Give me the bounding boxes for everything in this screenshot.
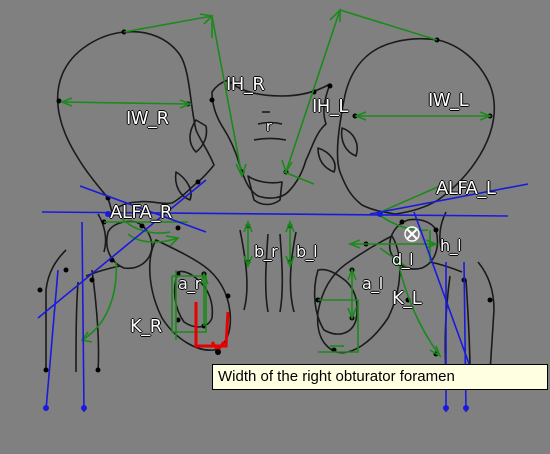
left-ilium-outline [336, 37, 496, 215]
label-iw-r[interactable]: IW_R [126, 108, 169, 129]
axis-lines[interactable] [37, 179, 529, 413]
label-k-r[interactable]: K_R [130, 316, 162, 337]
label-alfa-r[interactable]: ALFA_R [110, 202, 172, 223]
cursor-point [215, 349, 221, 355]
label-r-center: r [266, 119, 272, 135]
sacrum-outline [211, 79, 331, 199]
label-iw-l[interactable]: IW_L [428, 90, 469, 111]
left-obturator-outline [316, 235, 401, 354]
label-ih-r[interactable]: IH_R [226, 74, 265, 95]
label-b-l[interactable]: b_l [296, 242, 318, 261]
label-b-r[interactable]: b_r [254, 242, 278, 261]
label-ih-l[interactable]: IH_L [312, 96, 348, 117]
label-h-l[interactable]: h_l [440, 236, 462, 255]
landmark-points[interactable] [37, 29, 493, 373]
measurement-lines[interactable] [59, 8, 493, 358]
label-k-l[interactable]: K_L [392, 288, 422, 309]
label-d-l[interactable]: d_l [392, 250, 414, 269]
label-a-l[interactable]: a_l [362, 274, 383, 293]
label-a-r[interactable]: a_r [178, 274, 201, 293]
close-icon[interactable] [404, 226, 420, 242]
label-alfa-l[interactable]: ALFA_L [436, 178, 496, 199]
axis-points [43, 211, 469, 411]
measurement-tooltip: Width of the right obturator foramen [212, 364, 548, 390]
right-ilium-outline [56, 30, 215, 213]
